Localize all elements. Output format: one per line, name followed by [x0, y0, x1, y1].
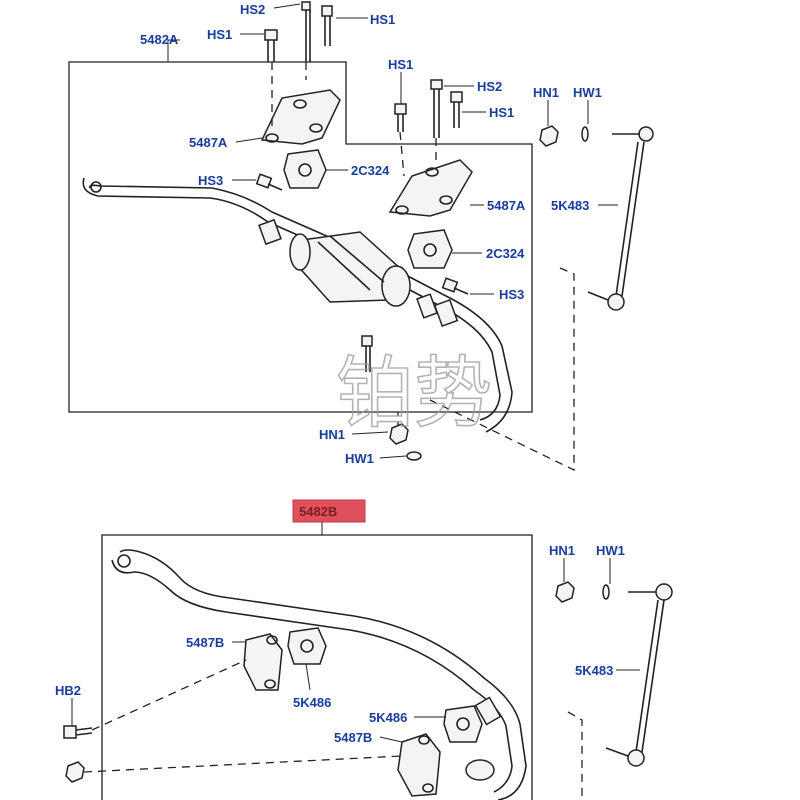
highlight-5482b: [292, 499, 366, 523]
label-5k486-right: 5K486: [369, 710, 407, 725]
stabilizer-bar-b: [111, 559, 513, 793]
bushing-2c324-upper: [283, 149, 327, 189]
assembly-b-frame: [101, 534, 533, 800]
label-hn1-top: HN1: [533, 85, 559, 100]
label-5487b-top: 5487B: [186, 635, 224, 650]
label-hn1-lower: HN1: [319, 427, 345, 442]
bolt-hs1-mid-right: [450, 91, 463, 128]
label-hs2-top: HS2: [240, 2, 265, 17]
actuator-cylinder: [289, 231, 411, 307]
bar-b-end-eye: [117, 554, 131, 568]
nut-hn1-lower: [389, 423, 409, 445]
bracket-5487a-upper: [260, 89, 341, 145]
label-hs1-mid: HS1: [388, 57, 413, 72]
label-hb2: HB2: [55, 683, 81, 698]
label-5482b: 5482B: [299, 504, 337, 519]
label-hn1-b: HN1: [549, 543, 575, 558]
nut-hn1-b: [555, 581, 575, 603]
bar-a-clamp-left: [258, 218, 282, 246]
washer-hw1-lower: [406, 451, 422, 461]
stabilizer-bar-b-inner: [119, 549, 527, 800]
washer-hw1-b: [602, 584, 610, 600]
nut-hn1-top: [539, 125, 559, 147]
label-2c324-right: 2C324: [486, 246, 525, 261]
label-hs3-right: HS3: [499, 287, 524, 302]
label-hw1-lower: HW1: [345, 451, 374, 466]
watermark-text: 铂势: [336, 349, 492, 439]
bolt-hs1-top-left: [264, 29, 278, 62]
bolt-hs2-mid: [430, 79, 443, 138]
bolt-hb2: [63, 725, 93, 739]
bar-a-end-eye: [90, 181, 102, 193]
bolt-hs1-mid: [394, 103, 407, 132]
bushing-2c324-right: [407, 229, 453, 269]
label-5k483-b: 5K483: [575, 663, 613, 678]
label-5487b-lower: 5487B: [334, 730, 372, 745]
label-hw1-top: HW1: [573, 85, 602, 100]
label-hs1-top-left: HS1: [207, 27, 232, 42]
bracket-5487b-top: [243, 633, 283, 691]
washer-hw1-top: [581, 126, 589, 142]
bolt-lower-a: [361, 335, 373, 372]
bushing-5k486-left: [287, 627, 327, 665]
label-5k483-a: 5K483: [551, 198, 589, 213]
label-5487a-right: 5487A: [487, 198, 526, 213]
bolt-hs3-left: [255, 173, 283, 191]
bar-a-clamp-mid: [416, 293, 438, 319]
bar-a-clamp-right: [433, 298, 459, 328]
label-5487a-left: 5487A: [189, 135, 228, 150]
assembly-a-frame: [68, 61, 533, 413]
bushing-5k486-right: [443, 705, 483, 743]
label-hs1-mid-right: HS1: [489, 105, 514, 120]
label-2c324-top: 2C324: [351, 163, 390, 178]
label-5482a: 5482A: [140, 32, 179, 47]
label-hw1-b: HW1: [596, 543, 625, 558]
bolt-hs1-top-right: [321, 5, 333, 46]
nut-hb2: [65, 761, 85, 783]
bolt-hs2-top: [301, 1, 311, 62]
link-5k483-b: [605, 583, 673, 767]
label-hs2-mid: HS2: [477, 79, 502, 94]
bar-b-end-joint: [465, 759, 495, 781]
bolt-hs3-right: [441, 277, 469, 295]
link-5k483-a: [587, 126, 654, 311]
bracket-5487b-lower: [397, 733, 441, 797]
label-5k486-left: 5K486: [293, 695, 331, 710]
label-hs1-top-right: HS1: [370, 12, 395, 27]
bar-b-clamp: [474, 696, 502, 726]
label-hs3-left: HS3: [198, 173, 223, 188]
